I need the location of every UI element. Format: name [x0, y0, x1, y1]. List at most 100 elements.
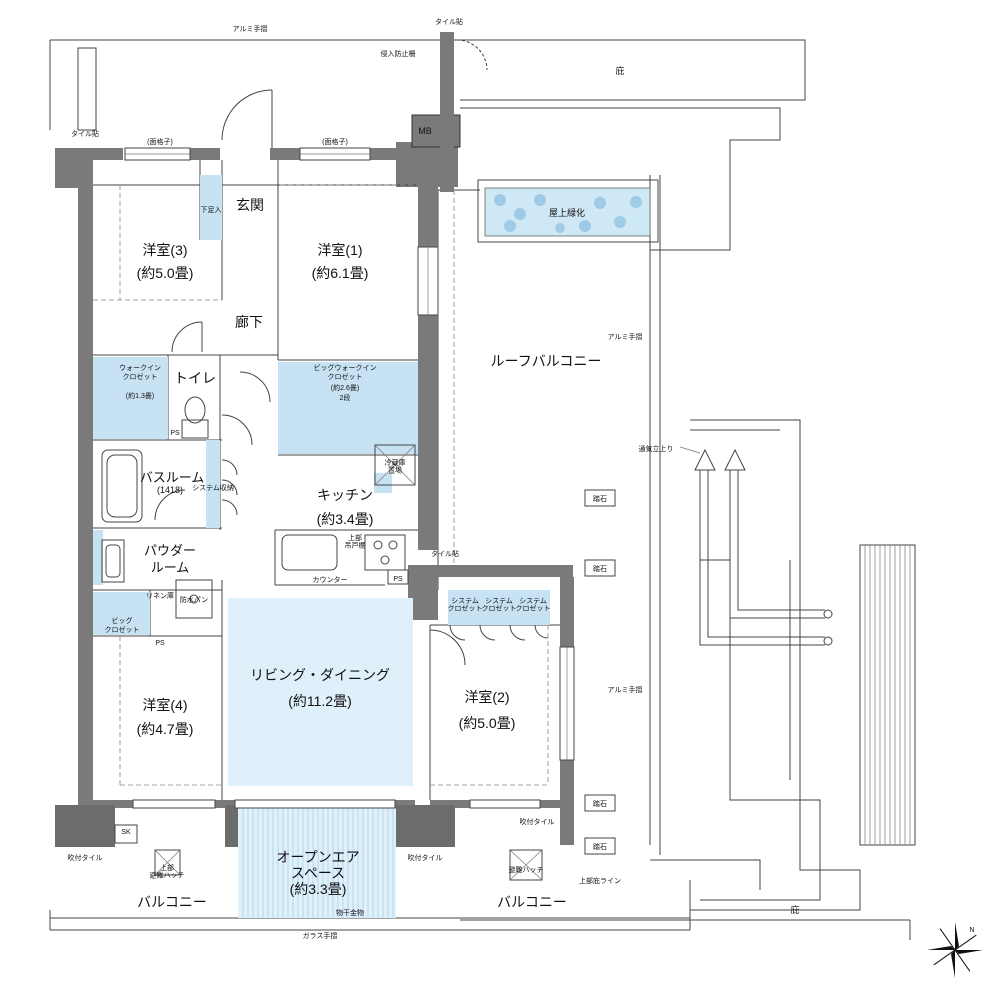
upper-eaves-line-label: 上部庇ライン — [579, 876, 621, 885]
living-name: リビング・ダイニング — [250, 667, 390, 683]
shoe-box-label: 下足入 — [201, 206, 222, 214]
north-arrow-icon — [927, 922, 983, 978]
fixtures — [101, 396, 543, 881]
tile-left: タイル貼 — [71, 129, 99, 138]
western-4-name: 洋室(4) — [142, 697, 187, 713]
toilet-bowl — [184, 396, 206, 424]
western-3-size: (約5.0畳) — [137, 265, 194, 281]
doors — [154, 39, 549, 666]
cooktop — [364, 534, 406, 571]
blue-fills — [93, 175, 550, 918]
upper-hatch-label: 上部避難ハッチ — [150, 863, 185, 880]
big-walkin-line2: クロゼット — [328, 372, 363, 381]
western-3-name: 洋室(3) — [142, 242, 187, 258]
eaves-bottom: 庇 — [790, 904, 799, 915]
kitchen-sink — [281, 534, 338, 571]
western-4-size: (約4.7畳) — [137, 721, 194, 737]
western-2-name: 洋室(2) — [464, 689, 509, 705]
linen-label: リネン庫 — [146, 591, 174, 600]
bathroom-name: バスルーム — [140, 470, 205, 485]
vent-pipes — [679, 446, 833, 646]
balcony-right-label: バルコニー — [497, 894, 567, 910]
blow-tile-left: 吹付タイル — [68, 853, 103, 862]
walkin-line1: ウォークイン — [119, 364, 161, 372]
powder-line2: ルーム — [151, 560, 190, 575]
system-storage-label: システム収納 — [192, 483, 234, 492]
western-2-size: (約5.0畳) — [459, 715, 516, 731]
upper-cabinet-label: 上部吊戸棚 — [345, 533, 366, 550]
deck-steps — [859, 544, 916, 846]
annotation-labels: アルミ手摺 タイル貼 侵入防止柵 MB 庇 タイル貼 (面格子) (面格子) 下… — [68, 17, 975, 940]
waterproof-pan-box — [175, 579, 213, 619]
drying-fixture-label: 物干金物 — [336, 908, 364, 917]
stepping-stone-2: 踏石 — [593, 564, 607, 573]
open-air-line1: オープンエア — [276, 849, 359, 865]
wash-basin — [105, 544, 121, 578]
roof-balcony-area — [437, 179, 659, 855]
tile-side: タイル貼 — [431, 549, 459, 558]
toilet-label: トイレ — [174, 370, 216, 386]
aluminum-rail-low: アルミ手摺 — [608, 685, 643, 694]
escape-hatch-label: 避難ハッチ — [509, 865, 544, 874]
ps-kitchen — [387, 569, 409, 585]
aluminum-rail-mid: アルミ手摺 — [608, 332, 643, 341]
roof-garden-label: 屋上緑化 — [549, 207, 585, 218]
walkin-size: (約1.3畳) — [126, 391, 154, 400]
sk-label: SK — [121, 829, 131, 836]
entrance-label: 玄関 — [236, 197, 264, 213]
windows — [124, 147, 575, 809]
walls — [55, 32, 574, 847]
ps-kitchen-label: PS — [393, 576, 403, 583]
stepping-stone-3: 踏石 — [593, 799, 607, 808]
system-closet-1: システムクロゼット — [448, 597, 483, 613]
glass-rail-label: ガラス手摺 — [303, 931, 338, 940]
tile-top: タイル貼 — [435, 17, 463, 26]
bathtub — [101, 449, 143, 523]
meter-box-label: MB — [418, 126, 432, 136]
system-closet-3: システムクロゼット — [516, 597, 551, 613]
powder-line1: パウダー — [144, 543, 196, 558]
open-air-hatch — [242, 808, 394, 918]
open-air-size: (約3.3畳) — [290, 881, 347, 897]
big-walkin-line1: ビッグウォークイン — [314, 363, 377, 372]
sk-sink — [114, 824, 138, 844]
aluminum-rail-top: アルミ手摺 — [233, 24, 268, 33]
big-walkin-note: 2段 — [340, 393, 351, 402]
corridor-label: 廊下 — [235, 314, 263, 330]
western-1-name: 洋室(1) — [317, 242, 362, 258]
intrusion-fence: 侵入防止柵 — [381, 49, 416, 58]
north-label: N — [969, 927, 974, 934]
ps-powder: PS — [155, 640, 165, 647]
eaves-top: 庇 — [615, 65, 624, 76]
lattice-2: (面格子) — [322, 137, 348, 146]
room-labels: 洋室(3) (約5.0畳) 洋室(1) (約6.1畳) 玄関 廊下 トイレ バス… — [105, 197, 602, 910]
stepping-stone-4: 踏石 — [593, 842, 607, 851]
lattice-1: (面格子) — [147, 137, 173, 146]
stepping-stone-1: 踏石 — [593, 494, 607, 503]
bathroom-size: (1418) — [157, 485, 183, 495]
waterproof-pan-label: 防水パン — [180, 595, 208, 604]
big-closet-line2: クロゼット — [105, 625, 140, 634]
kitchen-name: キッチン — [317, 487, 373, 503]
outer-outlines — [49, 39, 911, 940]
big-walkin-size: (約2.6畳) — [331, 383, 359, 392]
fridge-label: 冷蔵庫置場 — [385, 458, 406, 475]
blow-tile-right: 吹付タイル — [408, 853, 443, 862]
big-closet-line1: ビッグ — [112, 616, 133, 625]
roof-balcony-label: ルーフバルコニー — [491, 353, 602, 369]
ps-toilet: PS — [170, 430, 180, 437]
system-closet-2: システムクロゼット — [482, 597, 517, 613]
escape-hatch-box — [509, 849, 543, 881]
counter-label: カウンター — [313, 575, 348, 584]
balcony-left-label: バルコニー — [137, 894, 207, 910]
living-size: (約11.2畳) — [288, 693, 352, 709]
walkin-line2: クロゼット — [123, 372, 158, 381]
western-1-size: (約6.1畳) — [312, 265, 369, 281]
kitchen-size: (約3.4畳) — [317, 511, 374, 527]
vent-riser-label: 通気立上り — [639, 444, 674, 453]
upper-hatch-box — [154, 849, 181, 876]
closed-tile-label: 吹付タイル — [520, 817, 555, 826]
open-air-line2: スペース — [291, 865, 345, 881]
